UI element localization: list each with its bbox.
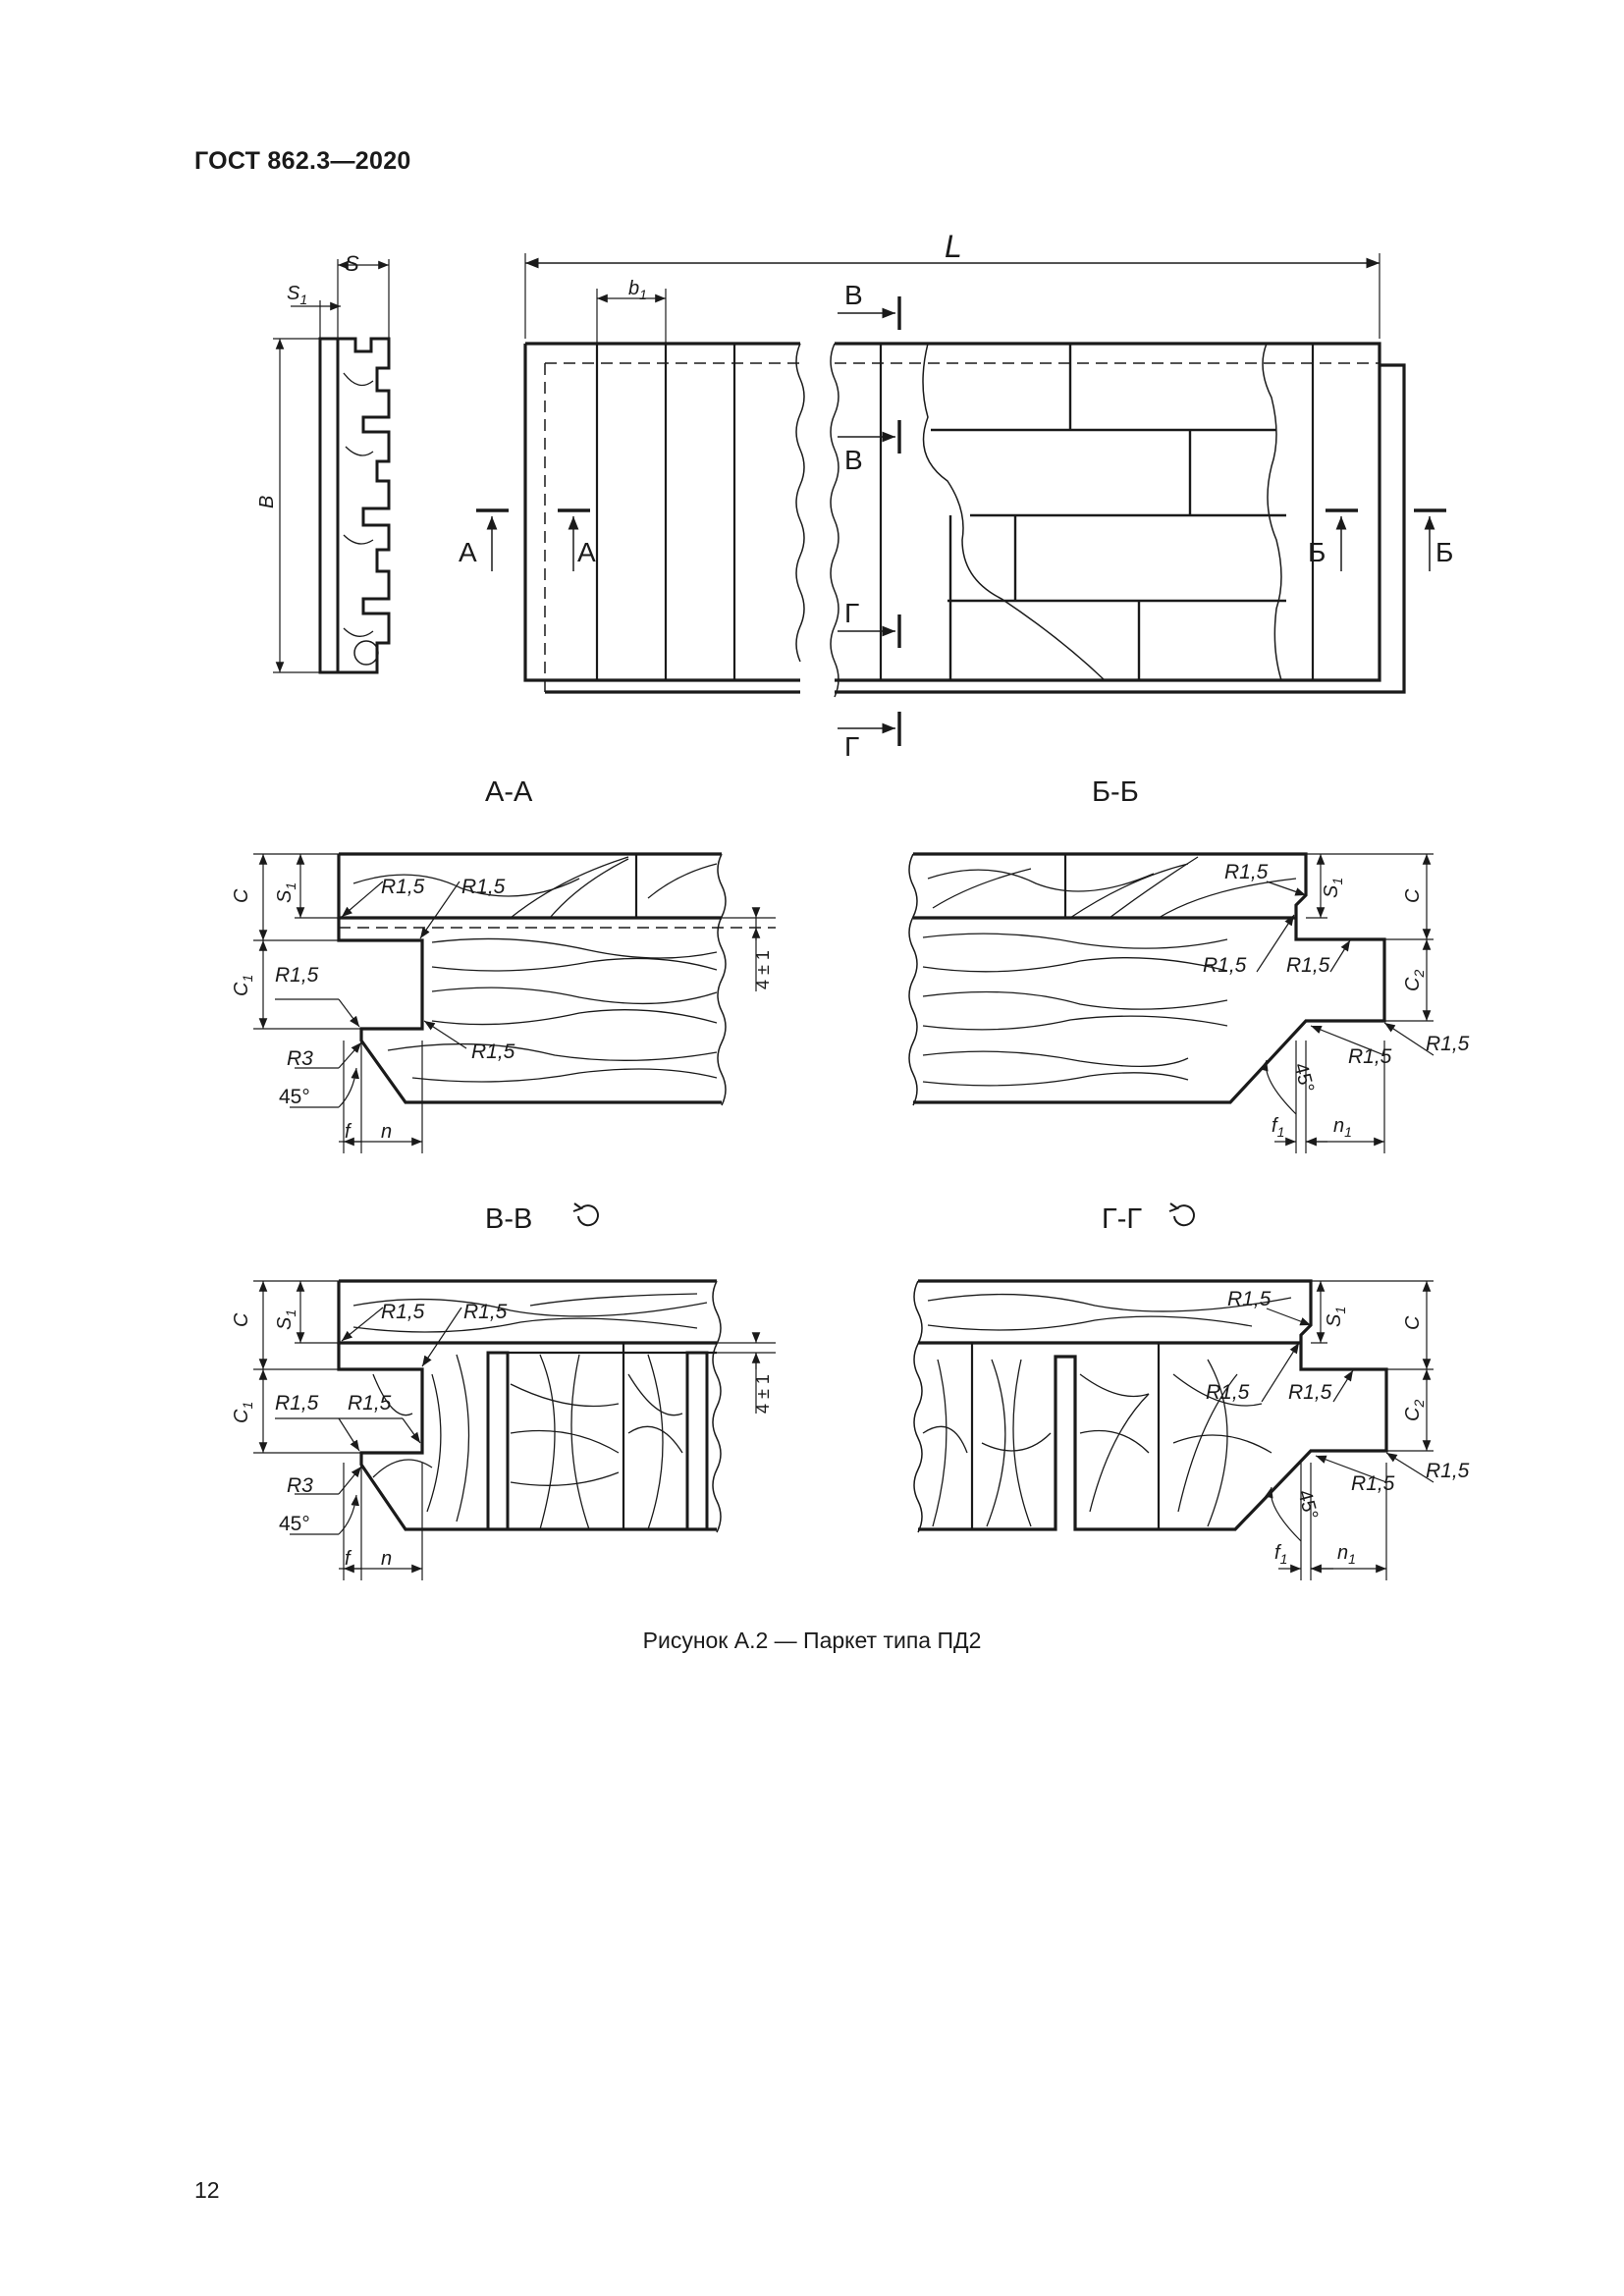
radius-label: R1,5 bbox=[1426, 1460, 1470, 1482]
dim-l-label: L bbox=[945, 229, 962, 264]
radius-label: R1,5 bbox=[1227, 1288, 1272, 1310]
angle-label: 45° bbox=[1293, 1488, 1322, 1522]
radius-label: R1,5 bbox=[1288, 1381, 1332, 1404]
marker-v-bottom: В bbox=[844, 445, 863, 475]
radius-label: R1,5 bbox=[1426, 1033, 1470, 1055]
dim-c-label: C bbox=[231, 1312, 252, 1327]
radius-label: R1,5 bbox=[275, 964, 319, 987]
page-number: 12 bbox=[194, 2177, 220, 2203]
radius-r3-label: R3 bbox=[287, 1474, 313, 1497]
marker-v-top: В bbox=[844, 280, 863, 310]
marker-g-top: Г bbox=[844, 598, 859, 628]
dim-s1-label: S1 bbox=[287, 283, 307, 307]
dim-s1-label: S1 bbox=[1321, 878, 1345, 898]
angle-label: 45° bbox=[279, 1513, 310, 1535]
dim-c1-label: C1 bbox=[231, 1402, 255, 1423]
dim-c-label: C bbox=[1402, 888, 1424, 903]
dim-b-label: B bbox=[256, 496, 278, 508]
dim-s1-label: S1 bbox=[1324, 1307, 1348, 1327]
radius-label: R1,5 bbox=[381, 876, 425, 898]
dim-n-label: n bbox=[381, 1121, 392, 1143]
dim-c1-label: C1 bbox=[231, 975, 255, 996]
radius-label: R1,5 bbox=[1224, 861, 1269, 883]
radius-label: R1,5 bbox=[1206, 1381, 1250, 1404]
dim-tolerance-label: 4 ± 1 bbox=[753, 1374, 773, 1414]
document-header: ГОСТ 862.3—2020 bbox=[194, 147, 411, 175]
radius-label: R1,5 bbox=[1286, 954, 1330, 977]
dim-b1-label: b1 bbox=[628, 278, 647, 302]
marker-a-right: А bbox=[577, 537, 596, 567]
radius-label: R1,5 bbox=[463, 1301, 508, 1323]
section-aa bbox=[253, 852, 776, 1153]
radius-label: R1,5 bbox=[348, 1392, 392, 1415]
angle-label: 45° bbox=[279, 1086, 310, 1108]
rotate-icon bbox=[1168, 1202, 1195, 1227]
section-gg bbox=[913, 1279, 1435, 1580]
angle-label: 45° bbox=[1289, 1061, 1318, 1095]
radius-label: R1,5 bbox=[381, 1301, 425, 1323]
section-title-gg: Г-Г bbox=[1102, 1203, 1142, 1235]
dim-c2-label: C2 bbox=[1402, 1400, 1427, 1421]
side-view bbox=[273, 259, 391, 674]
radius-label: R1,5 bbox=[1203, 954, 1247, 977]
figure-caption: Рисунок А.2 — Паркет типа ПД2 bbox=[642, 1628, 982, 1653]
dim-f1-label: f1 bbox=[1272, 1115, 1284, 1140]
dim-c-label: C bbox=[231, 888, 252, 903]
dim-c-label: C bbox=[1402, 1315, 1424, 1330]
radius-label: R1,5 bbox=[1348, 1045, 1392, 1068]
dim-tolerance-label: 4 ± 1 bbox=[753, 950, 773, 989]
dim-s1-label: S1 bbox=[274, 882, 298, 903]
marker-g-bottom: Г bbox=[844, 731, 859, 762]
dim-f-label: f bbox=[345, 1548, 352, 1570]
dim-f-label: f bbox=[345, 1121, 352, 1143]
section-bb bbox=[908, 852, 1435, 1153]
marker-b-left: Б bbox=[1308, 537, 1326, 567]
section-title-aa: А-А bbox=[485, 776, 533, 808]
section-title-vv: В-В bbox=[485, 1203, 532, 1235]
dim-n1-label: n1 bbox=[1333, 1115, 1352, 1140]
rotate-icon bbox=[572, 1202, 599, 1227]
section-vv bbox=[253, 1279, 776, 1580]
section-title-bb: Б-Б bbox=[1092, 776, 1139, 808]
radius-label: R1,5 bbox=[1351, 1472, 1395, 1495]
radius-label: R1,5 bbox=[461, 876, 506, 898]
marker-a-left: А bbox=[459, 537, 477, 567]
dim-s-label: S bbox=[345, 251, 359, 276]
top-view bbox=[476, 253, 1446, 746]
dim-c2-label: C2 bbox=[1402, 970, 1427, 991]
dim-s1-label: S1 bbox=[274, 1309, 298, 1330]
radius-label: R1,5 bbox=[275, 1392, 319, 1415]
marker-b-right: Б bbox=[1435, 537, 1453, 567]
radius-label: R1,5 bbox=[471, 1041, 515, 1063]
dim-f1-label: f1 bbox=[1274, 1542, 1287, 1567]
dim-n1-label: n1 bbox=[1337, 1542, 1356, 1567]
radius-r3-label: R3 bbox=[287, 1047, 313, 1070]
dim-n-label: n bbox=[381, 1548, 392, 1570]
